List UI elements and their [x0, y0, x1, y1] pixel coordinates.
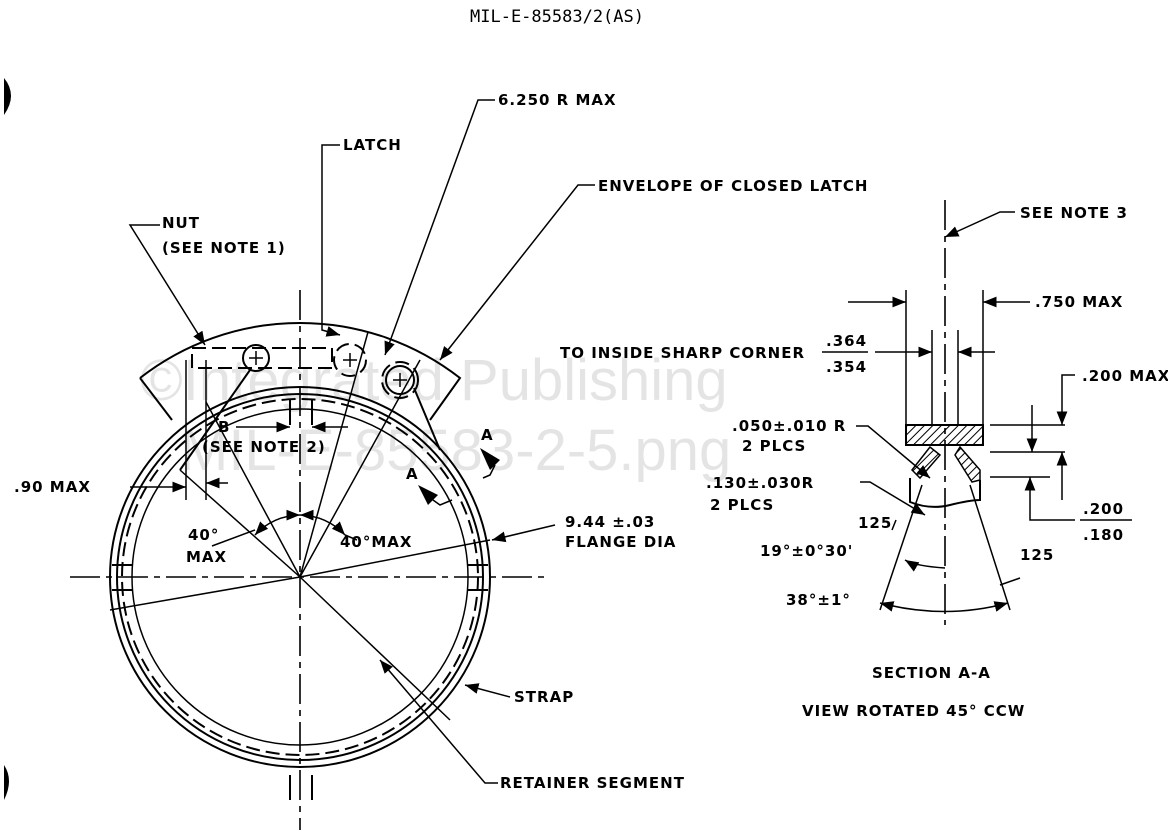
label-angle-left: 40°: [188, 526, 219, 544]
strap-inner: [116, 393, 484, 761]
latch-envelope: [139, 321, 462, 421]
label-nut: NUT: [162, 214, 200, 232]
section-view: [848, 200, 1075, 625]
label-envelope: ENVELOPE OF CLOSED LATCH: [598, 177, 868, 195]
watermark-line1: ©Integrated Publishing: [140, 348, 728, 413]
latch-pivot: [333, 343, 367, 377]
label-radius-small-qty: 2 PLCS: [742, 437, 806, 455]
label-flange-upper: .200: [1083, 500, 1124, 518]
clamp-view: [70, 99, 595, 830]
label-flange-lower: .180: [1083, 526, 1124, 544]
label-finish-right: 125: [1020, 546, 1054, 564]
section-mark-1: A: [481, 426, 494, 444]
label-angle-left-max: MAX: [186, 548, 227, 566]
section-subtitle: VIEW ROTATED 45° CCW: [802, 702, 1025, 720]
label-inside-upper: .364: [826, 332, 867, 350]
nut-pivot: [242, 344, 270, 372]
label-inside-corner: TO INSIDE SHARP CORNER: [560, 344, 805, 362]
label-retainer: RETAINER SEGMENT: [500, 774, 685, 792]
label-radius-large-qty: 2 PLCS: [710, 496, 774, 514]
document-id: MIL-E-85583/2(AS): [470, 7, 644, 27]
label-radius-large: .130±.030R: [706, 474, 814, 492]
label-full-angle: 38°±1°: [786, 591, 851, 609]
label-flange: FLANGE DIA: [565, 533, 676, 551]
label-half-angle: 19°±0°30': [760, 542, 853, 560]
label-finish-left: 125: [858, 514, 892, 532]
retainer-inner: [131, 408, 469, 746]
section-mark-2: A: [406, 465, 419, 483]
label-nut-note: (SEE NOTE 1): [162, 239, 286, 257]
label-b: B: [218, 418, 230, 436]
label-inside-lower: .354: [826, 358, 867, 376]
label-strap: STRAP: [514, 688, 574, 706]
label-flange-dia: 9.44 ±.03: [565, 513, 655, 531]
strap-outer: [109, 386, 491, 768]
binding-mark-top: [4, 78, 11, 115]
label-latch: LATCH: [343, 136, 402, 154]
section-title: SECTION A-A: [872, 664, 991, 682]
latch-body: [191, 347, 333, 369]
label-b-note: (SEE NOTE 2): [202, 438, 326, 456]
watermark-line2: MIL-E-85583-2-5.png: [180, 418, 731, 483]
binding-mark-bottom: [4, 765, 9, 800]
label-height-max: .200 MAX: [1082, 367, 1168, 385]
strap-dashed: [121, 398, 479, 756]
label-width-750: .750 MAX: [1035, 293, 1123, 311]
label-see-note-3: SEE NOTE 3: [1020, 204, 1128, 222]
strap-pivot: [385, 365, 415, 395]
label-angle-right: 40°MAX: [340, 533, 412, 551]
label-radius-max: 6.250 R MAX: [498, 91, 617, 109]
label-radius-small: .050±.010 R: [732, 417, 846, 435]
strap-section: [905, 424, 984, 446]
label-width-max: .90 MAX: [14, 478, 91, 496]
